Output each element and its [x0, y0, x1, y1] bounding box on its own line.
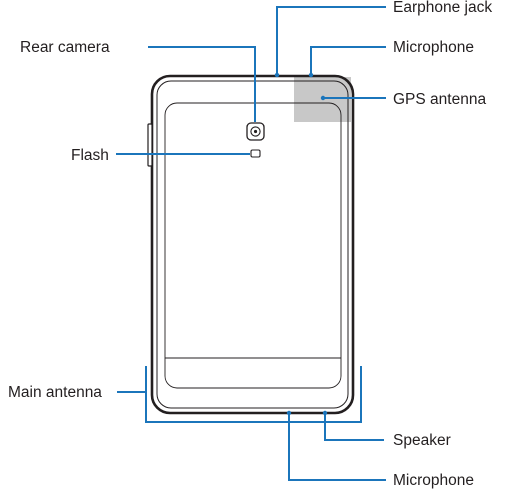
rear-camera-center	[253, 129, 258, 134]
earphone-jack-label: Earphone jack	[393, 0, 492, 16]
microphone-bottom-callout	[288, 413, 386, 481]
gps-antenna-label: GPS antenna	[393, 91, 486, 108]
main-antenna-label: Main antenna	[8, 384, 102, 401]
speaker-dot	[322, 410, 328, 416]
speaker-label: Speaker	[393, 432, 451, 449]
flash-label: Flash	[71, 147, 109, 164]
microphone-top-label: Microphone	[393, 39, 474, 56]
rear-camera-lens	[250, 126, 261, 137]
gps-antenna-dot	[320, 95, 326, 101]
earphone-jack-callout	[276, 6, 386, 75]
side-button	[147, 123, 153, 167]
device-inner-outline	[156, 80, 349, 409]
rear-camera-label: Rear camera	[20, 39, 110, 56]
speaker-callout	[324, 413, 384, 441]
device-outer-outline	[150, 74, 355, 415]
flash-icon	[250, 149, 261, 158]
microphone-top-dot	[308, 72, 314, 78]
microphone-bottom-dot	[286, 410, 292, 416]
back-panel-outline	[164, 102, 342, 389]
microphone-top-callout	[310, 46, 386, 75]
main-antenna-bracket	[145, 366, 362, 423]
microphone-bottom-label: Microphone	[393, 472, 474, 489]
rear-camera-callout	[148, 46, 256, 122]
earphone-jack-dot	[274, 72, 280, 78]
